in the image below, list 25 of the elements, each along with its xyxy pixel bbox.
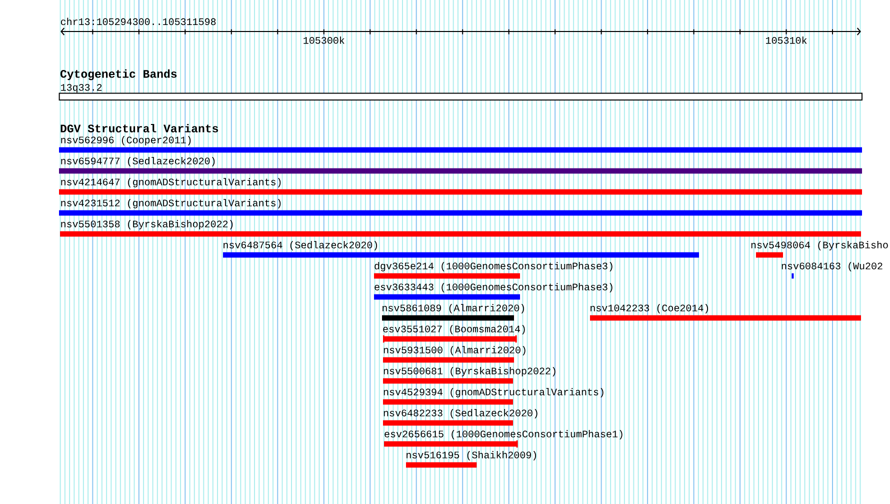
- variant-label: nsv4529394 (gnomADStructuralVariants): [384, 388, 604, 398]
- variant-label: nsv6084163 (Wu202: [782, 262, 882, 272]
- variant-label: nsv6594777 (Sedlazeck2020): [61, 157, 215, 166]
- variant-label: nsv1042233 (Coe2014): [590, 304, 708, 314]
- variant-label: dgv365e214 (1000GenomesConsortiumPhase3): [374, 262, 612, 272]
- tick-label: 105300k: [304, 36, 344, 44]
- variant-label: esv2656615 (1000GenomesConsortiumPhase1): [384, 430, 622, 440]
- track-title: DGV Structural Variants: [60, 124, 218, 132]
- variant-label: esv3633443 (1000GenomesConsortiumPhase3): [374, 283, 612, 292]
- variant-label: nsv562996 (Cooper2011): [61, 136, 191, 146]
- track-title: Cytogenetic Bands: [60, 69, 177, 80]
- variant-label: nsv4214647 (gnomADStructuralVariants): [61, 178, 281, 188]
- band-label: 13q33.2: [61, 84, 102, 93]
- variant-label: nsv5931500 (Almarri2020): [384, 346, 526, 356]
- variant-label: nsv5501358 (ByrskaBishop2022): [61, 220, 233, 230]
- tick-label: 105310k: [766, 36, 807, 44]
- variant-label: nsv5498064 (ByrskaBisho: [751, 241, 888, 250]
- variant-label: nsv5500681 (ByrskaBishop2022): [384, 367, 556, 376]
- variant-label: nsv5861089 (Almarri2020): [382, 304, 524, 314]
- coordinate-label: chr13:105294300..105311598: [60, 18, 216, 26]
- variant-label: nsv6482233 (Sedlazeck2020): [384, 409, 538, 418]
- variant-label: esv3551027 (Boomsma2014): [383, 325, 525, 334]
- variant-label: nsv4231512 (gnomADStructuralVariants): [61, 199, 281, 208]
- variant-label: nsv516195 (Shaikh2009): [406, 451, 536, 460]
- variant-label: nsv6487564 (Sedlazeck2020): [224, 241, 378, 250]
